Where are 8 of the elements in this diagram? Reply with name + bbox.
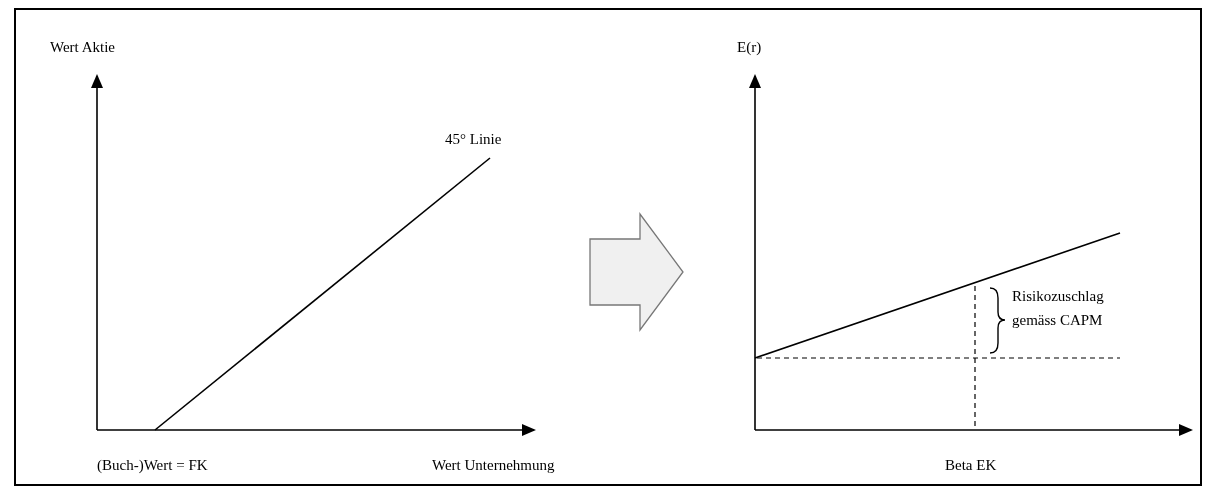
- axis-label: Beta EK: [945, 456, 997, 474]
- axis-label: (Buch-)Wert = FK: [97, 456, 208, 474]
- annotation-text: Risikozuschlag gemäss CAPM: [1012, 287, 1105, 330]
- axis-label: E(r): [737, 38, 762, 56]
- axis-label: Wert Aktie: [50, 38, 116, 56]
- axis-label: Wert Unternehmung: [432, 456, 555, 474]
- block-arrow: [589, 212, 684, 332]
- line-label: 45° Linie: [445, 130, 502, 148]
